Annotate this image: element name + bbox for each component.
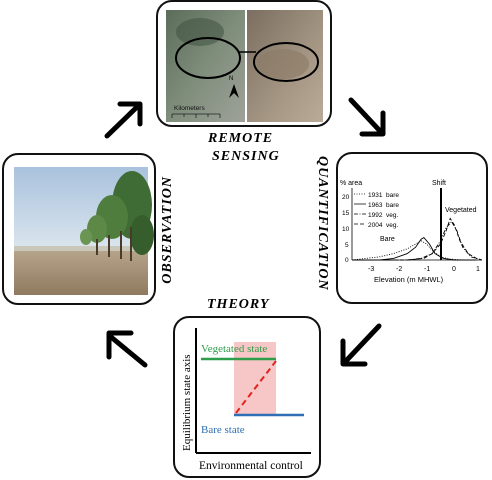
- caption-quantification: QUANTIFICATION: [315, 156, 330, 291]
- vegetated-label: Vegetated: [445, 207, 477, 214]
- y-tick-15: 15: [342, 210, 350, 217]
- scale-bar: [171, 113, 221, 118]
- caption-observation: OBSERVATION: [160, 176, 175, 284]
- y-tick-0: 0: [345, 257, 349, 264]
- shift-label: Shift: [432, 180, 446, 187]
- legend-1992-state: veg.: [386, 212, 398, 219]
- unstable-threshold-line: [235, 360, 277, 414]
- arrow-quantification-to-theory: [340, 323, 382, 367]
- x-tick-1: 1: [476, 266, 480, 273]
- series-line-1931bare: [351, 240, 477, 261]
- y-tick-10: 10: [342, 226, 350, 233]
- series-line-1963bare: [352, 237, 477, 261]
- x-tick-0: 0: [452, 266, 456, 273]
- bistable-region: [234, 342, 276, 414]
- y-unit-label: % area: [340, 180, 362, 187]
- quantification-panel: % area 20 15 10 5 0 -3 -2 -1 0 1 Elevati…: [336, 152, 488, 304]
- arrow-observation-to-remote-sensing: [104, 101, 143, 139]
- elevation-distribution-chart: % area 20 15 10 5 0 -3 -2 -1 0 1 Elevati…: [340, 180, 483, 284]
- x-tick-m3: -3: [368, 266, 374, 273]
- observation-panel: [2, 153, 156, 305]
- remote-sensing-panel: N Kilometers: [156, 0, 332, 127]
- caption-remote-sensing-line1: REMOTE: [208, 131, 274, 146]
- y-tick-5: 5: [345, 242, 349, 249]
- series-line-1992veg: [352, 220, 483, 261]
- bare-label: Bare: [380, 236, 395, 243]
- theory-panel: Vegetated state Bare state Environmental…: [173, 316, 321, 478]
- north-arrow-icon: [229, 84, 239, 98]
- upper-state-label: Vegetated state: [201, 343, 267, 355]
- legend-1963-year: 1963: [368, 202, 383, 209]
- bistability-diagram: Vegetated state Bare state Environmental…: [181, 328, 311, 472]
- legend-1992-year: 1992: [368, 212, 383, 219]
- legend-2004-year: 2004: [368, 222, 383, 229]
- satellite-image-pair: N Kilometers: [166, 10, 323, 122]
- legend: 1931 bare 1963 bare 1992 veg. 2004 veg.: [354, 192, 399, 229]
- x-tick-m1: -1: [424, 266, 430, 273]
- series-line-2004veg: [352, 217, 483, 261]
- caption-theory: THEORY: [207, 297, 270, 312]
- legend-1963-state: bare: [386, 202, 399, 209]
- scale-bar-label: Kilometers: [174, 105, 205, 112]
- theory-y-axis-label: Equilibrium state axis: [181, 354, 193, 451]
- legend-2004-state: veg.: [386, 222, 398, 229]
- x-tick-m2: -2: [396, 266, 402, 273]
- north-label: N: [229, 76, 233, 82]
- lower-state-label: Bare state: [201, 424, 245, 436]
- x-axis-label: Elevation (m MHWL): [374, 275, 444, 284]
- mangrove-trees: [80, 171, 154, 261]
- field-photo: [14, 167, 154, 295]
- legend-1931-state: bare: [386, 192, 399, 199]
- legend-1931-year: 1931: [368, 192, 383, 199]
- arrow-remote-sensing-to-quantification: [348, 97, 386, 137]
- theory-x-axis-label: Environmental control: [199, 460, 303, 472]
- arrow-theory-to-observation: [106, 330, 148, 368]
- y-tick-20: 20: [342, 194, 350, 201]
- study-area-ellipse-left: [175, 37, 241, 79]
- caption-remote-sensing-line2: SENSING: [212, 149, 280, 164]
- study-area-ellipse-right: [253, 42, 319, 82]
